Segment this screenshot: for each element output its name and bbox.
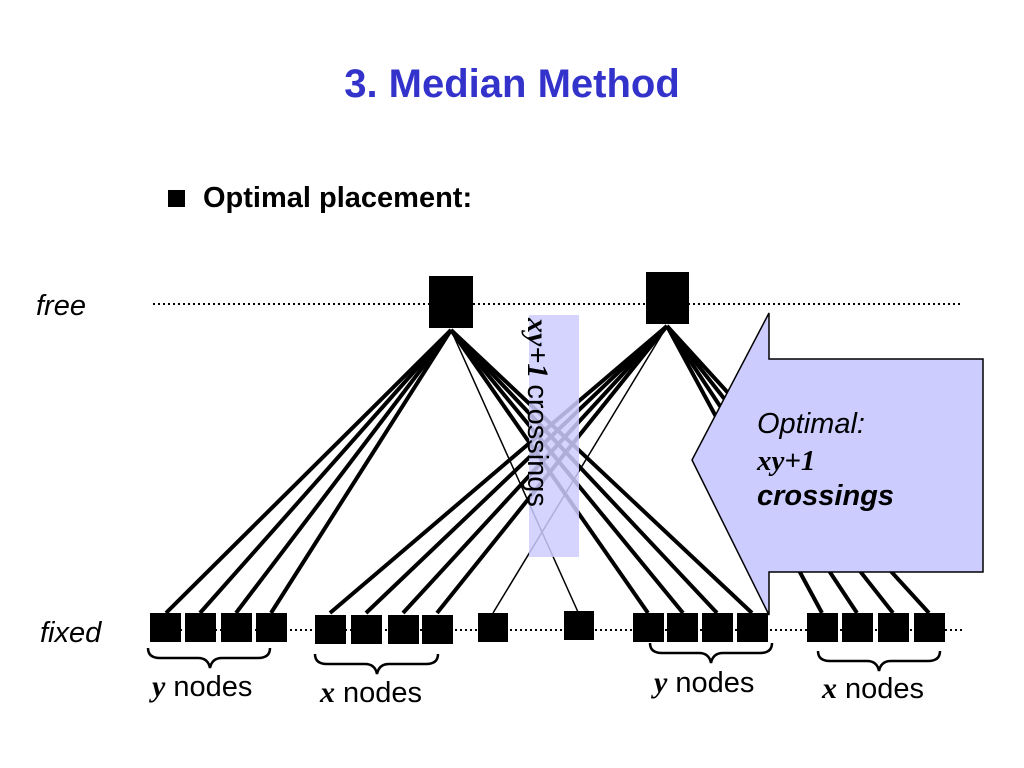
fixed-node <box>842 613 873 642</box>
fixed-node <box>737 613 768 642</box>
bullet-square-icon <box>168 190 185 207</box>
free-node <box>646 272 689 324</box>
fixed-node <box>633 613 664 642</box>
group-braces <box>146 642 942 675</box>
crossings-count-formula: xy+1 <box>521 318 554 379</box>
group-word: nodes <box>343 677 423 709</box>
optimal-callout-text: Optimal: xy+1 crossings <box>757 408 894 513</box>
brace-y-left <box>146 647 272 669</box>
fixed-node <box>478 613 508 642</box>
group-word: nodes <box>675 667 755 699</box>
brace-y-right <box>648 642 774 664</box>
callout-line-2: xy+1 <box>757 445 816 477</box>
bullet-item: Optimal placement: <box>168 182 472 215</box>
crossings-label-box <box>529 315 579 557</box>
fixed-node <box>914 613 945 642</box>
slide-title: 3. Median Method <box>344 62 680 106</box>
fixed-node <box>150 613 181 642</box>
callout-line-3: crossings <box>757 480 894 512</box>
fixed-node <box>702 613 733 642</box>
optimal-callout-arrow <box>691 312 984 616</box>
fixed-node <box>564 611 594 640</box>
crossings-vertical-label: xy+1 crossings <box>520 318 554 507</box>
group-var: x <box>822 672 837 705</box>
callout-line-1: Optimal: <box>757 408 865 440</box>
fixed-node <box>256 613 287 642</box>
fixed-node <box>878 613 909 642</box>
group-word: nodes <box>173 671 253 703</box>
edges-left-thick <box>164 328 754 615</box>
group-var: y <box>654 666 668 699</box>
group-var: x <box>320 676 335 709</box>
fixed-node <box>388 615 419 644</box>
fixed-node <box>807 613 838 642</box>
fixed-node <box>422 615 453 644</box>
fixed-node <box>315 615 346 644</box>
group-var: y <box>152 670 166 703</box>
fixed-row-label: fixed <box>40 617 102 649</box>
brace-x-left <box>313 653 440 675</box>
fixed-node <box>221 613 252 642</box>
group-word: nodes <box>845 673 925 705</box>
fixed-node <box>185 613 216 642</box>
bullet-text: Optimal placement: <box>203 182 473 214</box>
edge-right-thin <box>492 325 668 614</box>
crossings-word: crossings <box>521 384 553 507</box>
brace-x-right <box>816 650 942 672</box>
fixed-node <box>667 613 698 642</box>
free-node <box>429 276 473 328</box>
fixed-nodes <box>150 611 945 644</box>
fixed-node <box>351 615 382 644</box>
free-row-label: free <box>36 290 86 322</box>
